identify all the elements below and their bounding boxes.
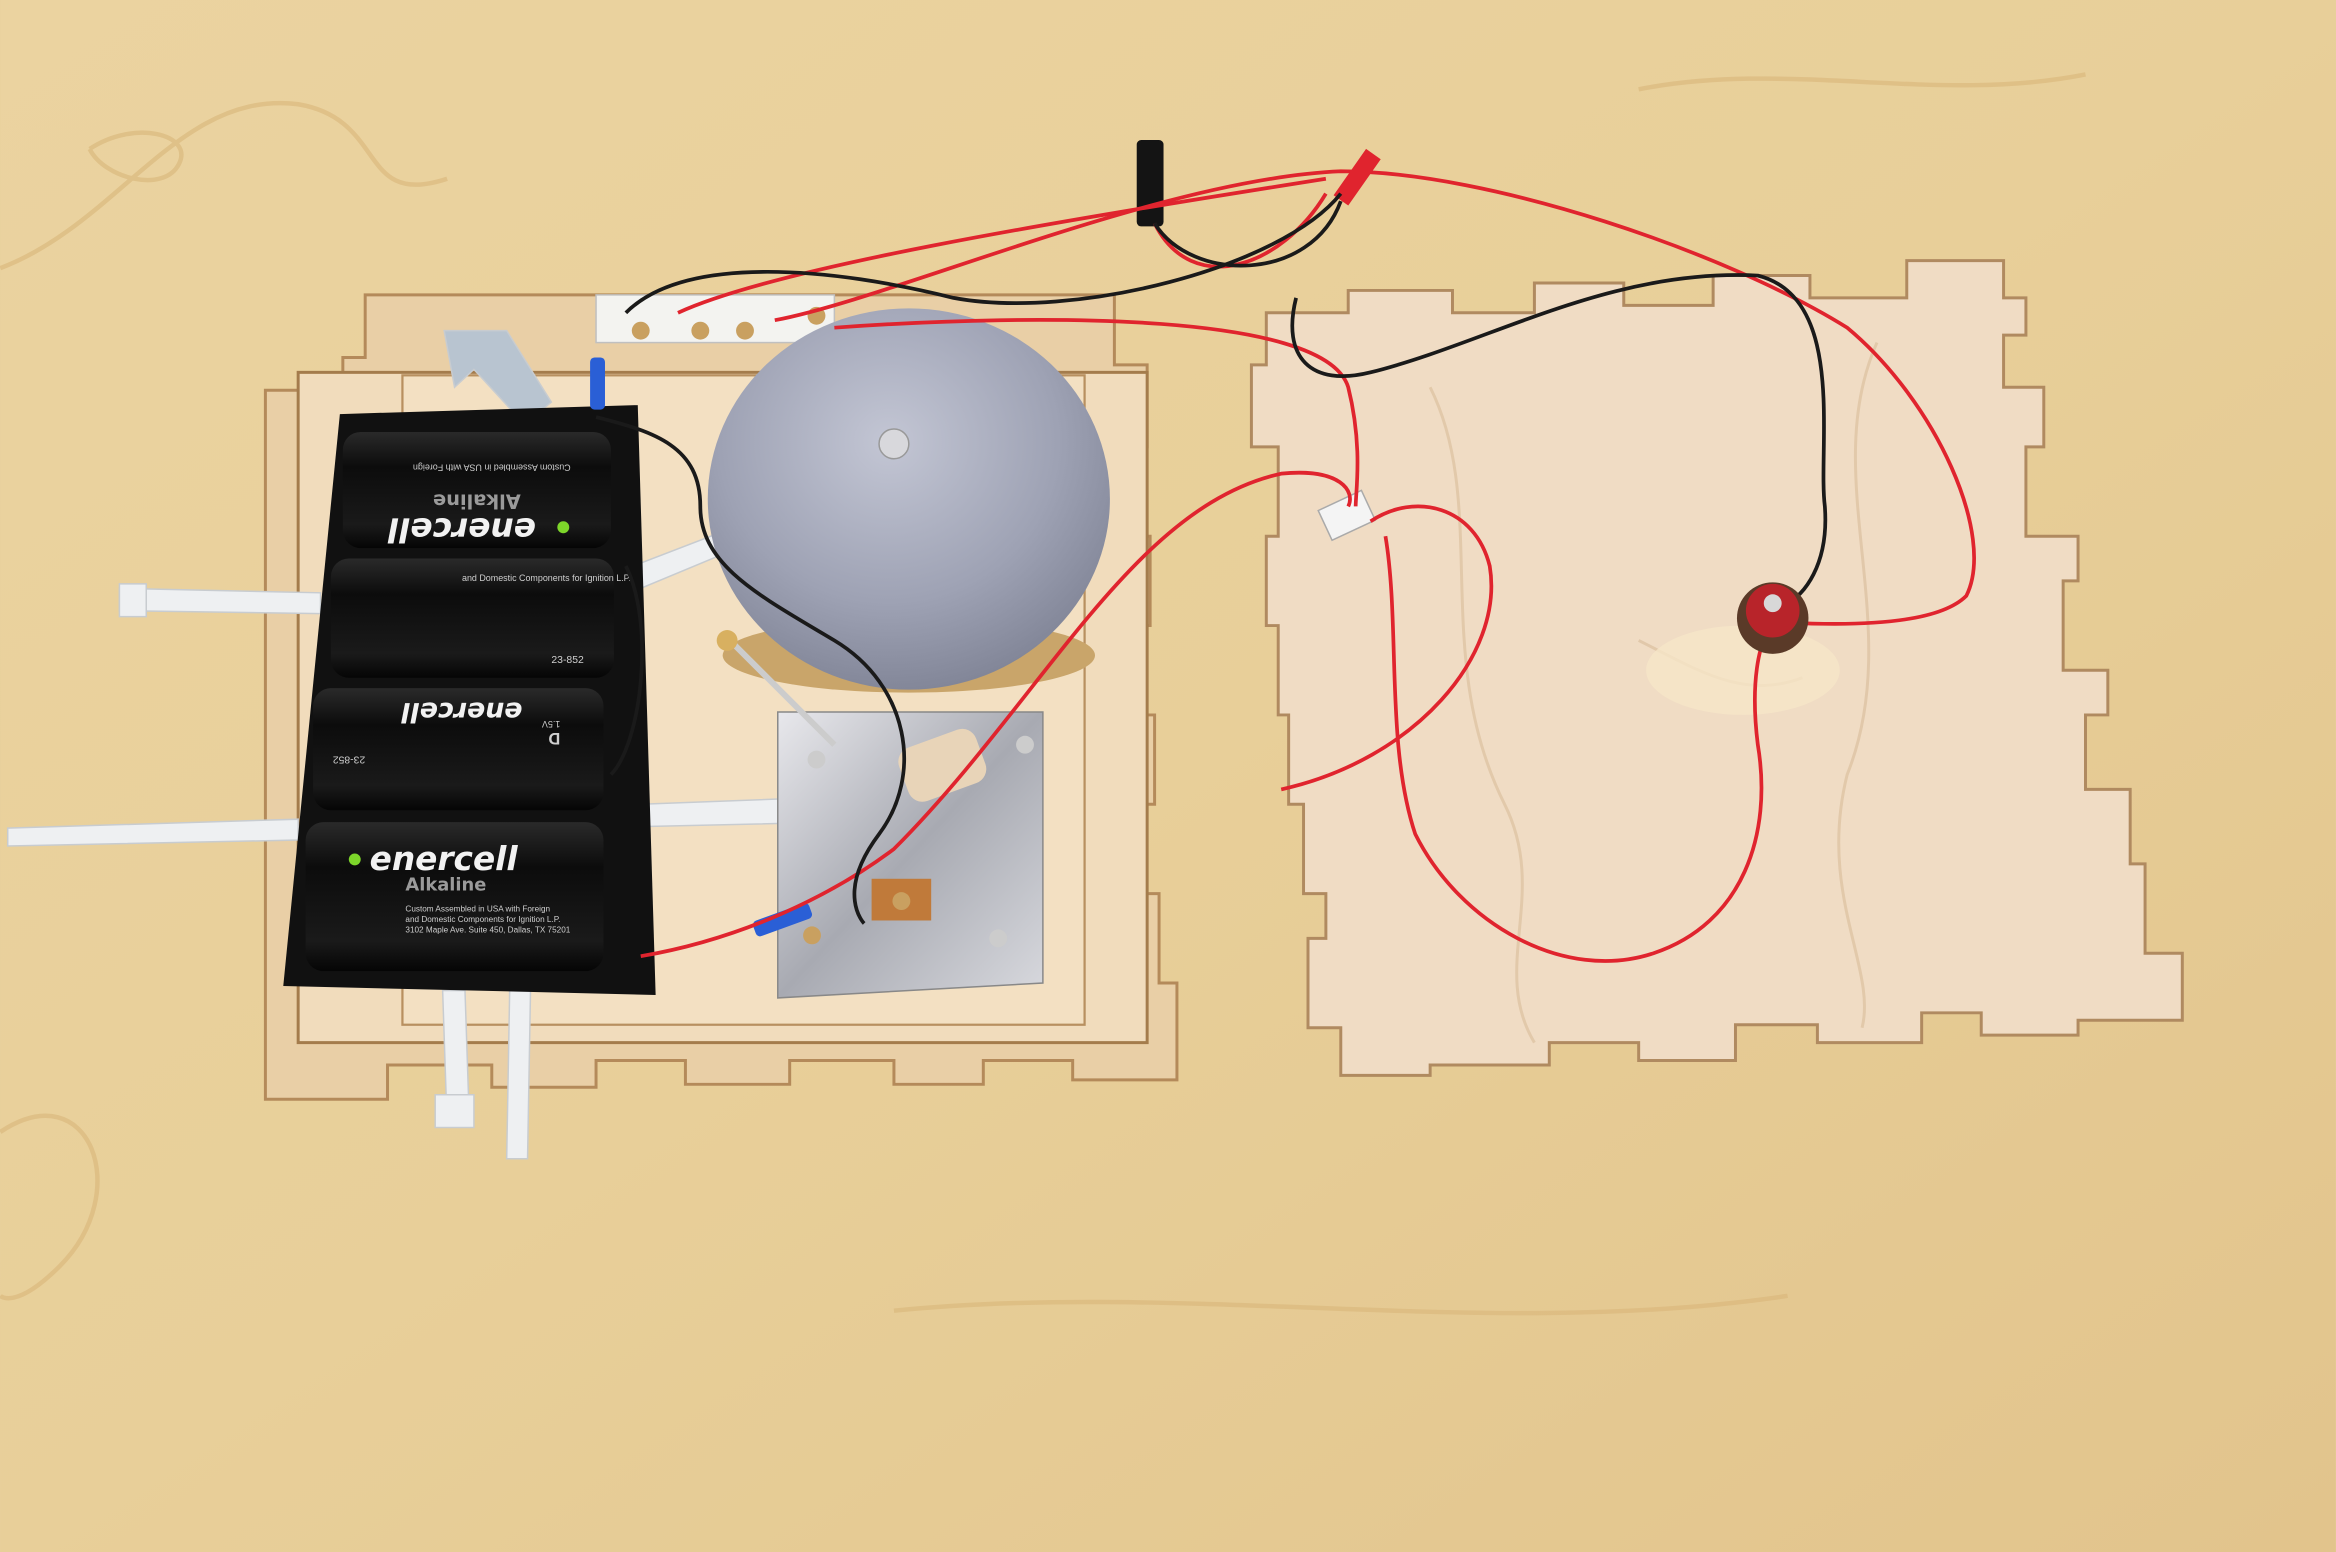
battery-type-label: Alkaline	[433, 489, 521, 512]
black-connector	[1136, 140, 1164, 227]
battery-3: enercell D 1.5V 23-852	[313, 688, 604, 811]
battery-model-label: 23-852	[551, 655, 584, 666]
battery-holder: Custom Assembled in USA with Foreign Alk…	[283, 405, 656, 995]
battery-brand-label: enercell	[387, 510, 536, 548]
battery-fine-print: 3102 Maple Ave. Suite 450, Dallas, TX 75…	[405, 925, 570, 934]
battery-fine-print: Custom Assembled in USA with Foreign	[413, 463, 571, 473]
battery-size-label: D	[548, 729, 560, 747]
battery-fine-print: Custom Assembled in USA with Foreign	[405, 905, 550, 914]
red-wires	[640, 169, 1976, 963]
battery-model-label: 23-852	[333, 754, 366, 765]
white-jst-connector	[1317, 489, 1377, 542]
battery-type-label: Alkaline	[405, 875, 486, 896]
blue-crimp-connector	[752, 903, 813, 937]
battery-2: and Domestic Components for Ignition L.P…	[330, 558, 631, 678]
battery-4: enercell Alkaline Custom Assembled in US…	[305, 822, 604, 972]
red-pin-connector	[1333, 148, 1381, 206]
wood-grain	[0, 72, 2086, 1316]
terminal-strip	[595, 294, 836, 344]
battery-voltage-label: 1.5V	[542, 719, 560, 729]
electric-bell	[707, 308, 1110, 999]
red-push-button	[1736, 582, 1809, 654]
battery-1: Custom Assembled in USA with Foreign Alk…	[342, 431, 611, 548]
blue-crimp-connector	[590, 357, 605, 410]
battery-brand-label: enercell	[401, 696, 523, 727]
black-wires	[595, 192, 1828, 925]
battery-brand-label: enercell	[370, 840, 519, 878]
battery-fine-print: and Domestic Components for Ignition L.P…	[462, 573, 631, 583]
battery-fine-print: and Domestic Components for Ignition L.P…	[405, 915, 560, 924]
glue-spot	[1646, 625, 1840, 715]
